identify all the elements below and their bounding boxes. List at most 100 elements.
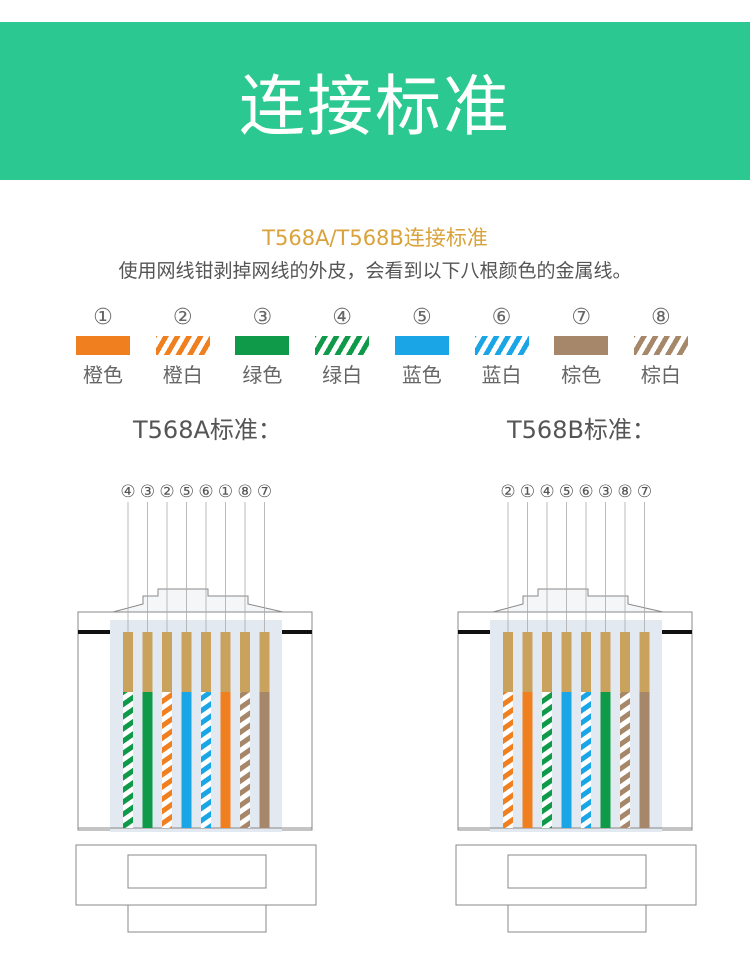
pin-number-label: ③ [598,482,613,502]
legend-item: ⑤ 蓝色 [391,305,453,388]
gold-contact [600,632,611,692]
plug-latch-bar-right [282,630,312,634]
gold-contact [162,632,172,692]
wire-蓝白 [581,692,591,828]
gold-contact [220,632,231,692]
wire-棕色 [259,692,270,828]
pin-number-label: ② [159,482,174,502]
legend-label: 棕白 [640,363,681,387]
gold-contact [201,632,211,692]
pin-number-label: ⑧ [617,482,632,502]
t568b-title: T568B标准： [507,416,656,444]
gold-contact [259,632,270,692]
wire-橙色 [220,692,231,828]
plug-window [110,620,282,832]
legend-number: ⑦ [571,305,592,330]
legend-label: 绿白 [322,363,363,387]
gold-contact [542,632,552,692]
legend-number: ⑥ [491,305,512,330]
wire-swatch [394,336,449,355]
legend-label: 棕色 [561,363,602,387]
legend-item: ⑦ 棕色 [550,305,612,388]
pin-number-label: ① [218,482,233,502]
gold-contact [240,632,250,692]
legend-number: ⑤ [411,305,432,330]
gold-contact [639,632,650,692]
pin-number-label: ⑤ [559,482,574,502]
wire-swatch [315,336,370,355]
legend-item: ④ 绿白 [311,305,373,388]
t568a-title: T568A标准： [133,416,282,444]
wire-棕色 [639,692,650,828]
plug-boot-tab [507,904,647,933]
pin-number-label: ⑦ [637,482,652,502]
wire-橙色 [522,692,533,828]
legend-item: ③ 绿色 [231,305,293,388]
pin-number-label: ⑥ [578,482,593,502]
wire-绿白 [542,692,552,828]
wire-swatch [76,336,130,355]
gold-contact [503,632,513,692]
legend-number: ④ [332,305,352,330]
plug-top-ridge [492,588,664,613]
legend-label: 橙色 [83,363,123,387]
wire-蓝色 [561,692,572,828]
legend-item: ① 橙色 [72,305,134,388]
gold-contact [123,632,133,692]
wire-swatch [155,336,210,355]
pin-number-label: ④ [539,482,554,502]
pin-number-label: ① [520,482,535,502]
subtitle: T568A/T568B连接标准 [262,226,488,250]
plug-window [490,620,662,832]
plug-top-ridge [112,588,284,613]
wire-swatch [554,336,609,355]
plug-boot-tab [127,904,267,933]
gold-contact [142,632,153,692]
plug-latch-bar-left [458,630,490,634]
plug-boot-slot [507,854,647,889]
pin-number-label: ④ [120,482,135,502]
pin-number-label: ③ [140,482,155,502]
description: 使用网线钳剥掉网线的外皮，会看到以下八根颜色的金属线。 [118,260,632,282]
wire-橙白 [503,692,513,828]
plug-latch-bar-left [78,630,110,634]
legend-label: 绿色 [242,363,283,387]
wire-棕白 [620,692,630,828]
legend-label: 橙白 [162,363,203,387]
pin-number-label: ② [500,482,515,502]
plug-boot-slot [127,854,267,889]
legend-label: 蓝色 [401,363,442,387]
legend-number: ③ [252,305,273,330]
pin-number-label: ⑤ [179,482,194,502]
wire-绿色 [142,692,153,828]
legend-item: ⑧ 棕白 [630,305,692,388]
gold-contact [181,632,192,692]
gold-contact [522,632,533,692]
gold-contact [561,632,572,692]
pin-number-label: ⑧ [237,482,252,502]
header-banner: 连接标准 [0,22,750,180]
gold-contact [620,632,630,692]
legend-number: ① [93,305,113,330]
legend-item: ② 橙白 [152,305,214,388]
wire-橙白 [162,692,172,828]
wire-蓝色 [181,692,192,828]
wire-swatch [474,336,529,355]
pin-number-label: ⑦ [257,482,272,502]
pin-number-label: ⑥ [198,482,213,502]
wire-swatch [633,336,688,355]
wire-swatch [235,336,290,355]
banner-title: 连接标准 [239,68,511,145]
legend-number: ⑧ [651,305,671,330]
plug-latch-bar-right [662,630,692,634]
gold-contact [581,632,591,692]
wire-绿色 [600,692,611,828]
wire-绿白 [123,692,133,828]
legend-number: ② [172,305,193,330]
wire-棕白 [240,692,250,828]
wire-蓝白 [201,692,211,828]
